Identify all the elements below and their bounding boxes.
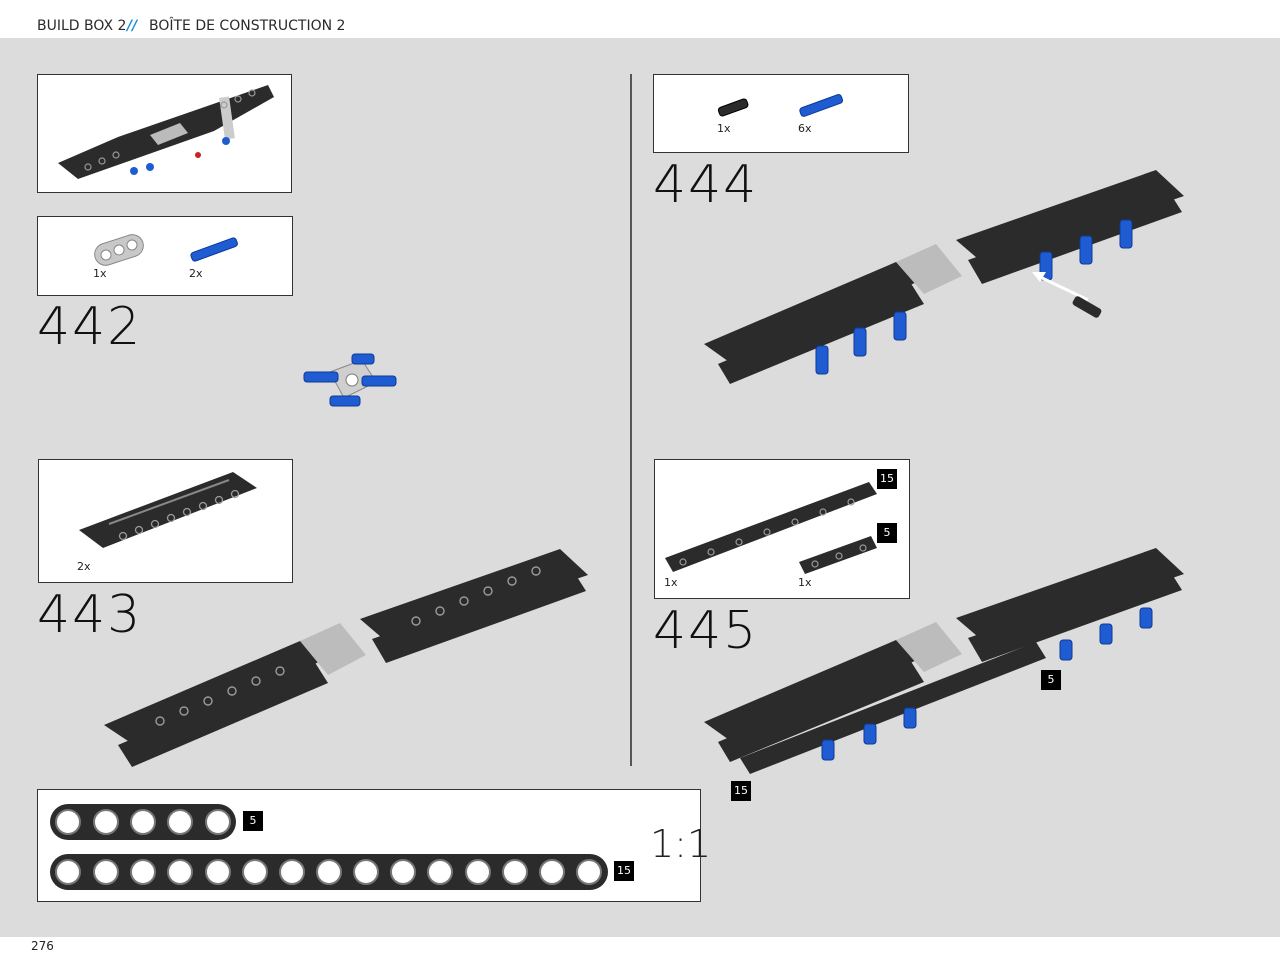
scale-beam-5-badge: 5 (243, 811, 263, 831)
column-divider (630, 74, 632, 766)
step-444-parts-callout: 1x 6x (653, 74, 909, 153)
step-442-parts-callout: 1x 2x (37, 216, 293, 296)
step-444-parts-image (717, 94, 844, 117)
step-445-number: 445 (653, 601, 759, 661)
step-445-parts-callout: 15 5 1x 1x (654, 459, 910, 599)
page-footer (0, 937, 1280, 974)
step-443-parts-image (79, 472, 257, 548)
step-444-number: 444 (653, 155, 759, 215)
step-444-part-1-qty: 1x (717, 122, 731, 135)
step-445-part-1-qty: 1x (664, 576, 678, 589)
step-442-part-2-qty: 2x (189, 267, 203, 280)
step-443-part-1-qty: 2x (77, 560, 91, 573)
page-number: 276 (31, 939, 54, 953)
scale-beam-15-badge: 15 (614, 861, 634, 881)
step-442-parts-image (94, 234, 238, 266)
scale-reference-box: 5 15 1:1 (37, 789, 711, 902)
step-445-part-2-length-badge: 5 (877, 523, 897, 543)
step-443-number: 443 (37, 585, 143, 645)
model-beam-5-badge: 5 (1041, 670, 1061, 690)
step-444-part-2-qty: 6x (798, 122, 812, 135)
header-title-en: BUILD BOX 2 (37, 18, 127, 34)
step-444-assembly-image (704, 170, 1184, 384)
page-header: BUILD BOX 2 // BOÎTE DE CONSTRUCTION 2 (0, 0, 1280, 38)
step-445-part-2-qty: 1x (798, 576, 812, 589)
step-442-part-1-qty: 1x (93, 267, 107, 280)
step-445-part-1-length-badge: 15 (877, 469, 897, 489)
previous-model-callout (37, 74, 292, 193)
step-443-parts-callout: 2x (38, 459, 293, 583)
scale-beams-image (50, 804, 608, 890)
scale-ratio-label: 1:1 (650, 822, 712, 866)
previous-model-image (58, 85, 274, 179)
step-442-number: 442 (37, 297, 143, 357)
step-442-assembly-image (303, 353, 397, 407)
step-443-assembly-image (104, 549, 588, 767)
header-title-fr: BOÎTE DE CONSTRUCTION 2 (149, 18, 346, 34)
step-445-parts-image (665, 482, 877, 574)
step-445-assembly-image (704, 548, 1184, 774)
model-beam-15-badge: 15 (731, 781, 751, 801)
header-separator: // (127, 18, 138, 34)
